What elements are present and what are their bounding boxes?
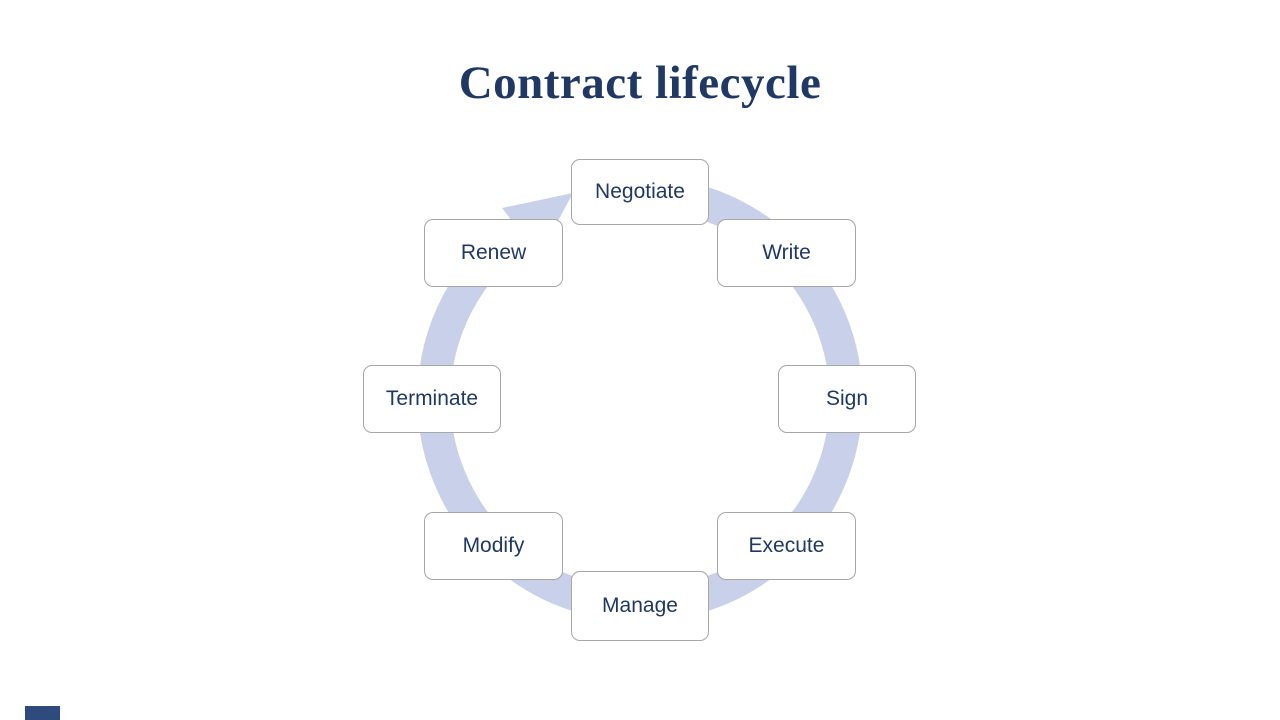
slide-title: Contract lifecycle <box>458 57 822 109</box>
step-negotiate-label: Negotiate <box>595 180 685 203</box>
step-sign-label: Sign <box>825 387 869 410</box>
step-renew-label: Renew <box>460 241 527 264</box>
step-terminate-label: Terminate <box>385 387 479 410</box>
step-terminate: Terminate <box>363 365 501 433</box>
step-execute-label: Execute <box>748 534 825 557</box>
step-renew: Renew <box>424 219 563 287</box>
step-manage-label: Manage <box>602 594 678 617</box>
step-execute: Execute <box>717 512 856 580</box>
step-negotiate: Negotiate <box>571 159 709 225</box>
step-write-label: Write <box>762 241 811 264</box>
step-write: Write <box>717 219 856 287</box>
step-modify-label: Modify <box>462 534 525 557</box>
step-sign: Sign <box>778 365 916 433</box>
step-modify: Modify <box>424 512 563 580</box>
step-manage: Manage <box>571 571 709 641</box>
accent-bar <box>25 706 60 720</box>
